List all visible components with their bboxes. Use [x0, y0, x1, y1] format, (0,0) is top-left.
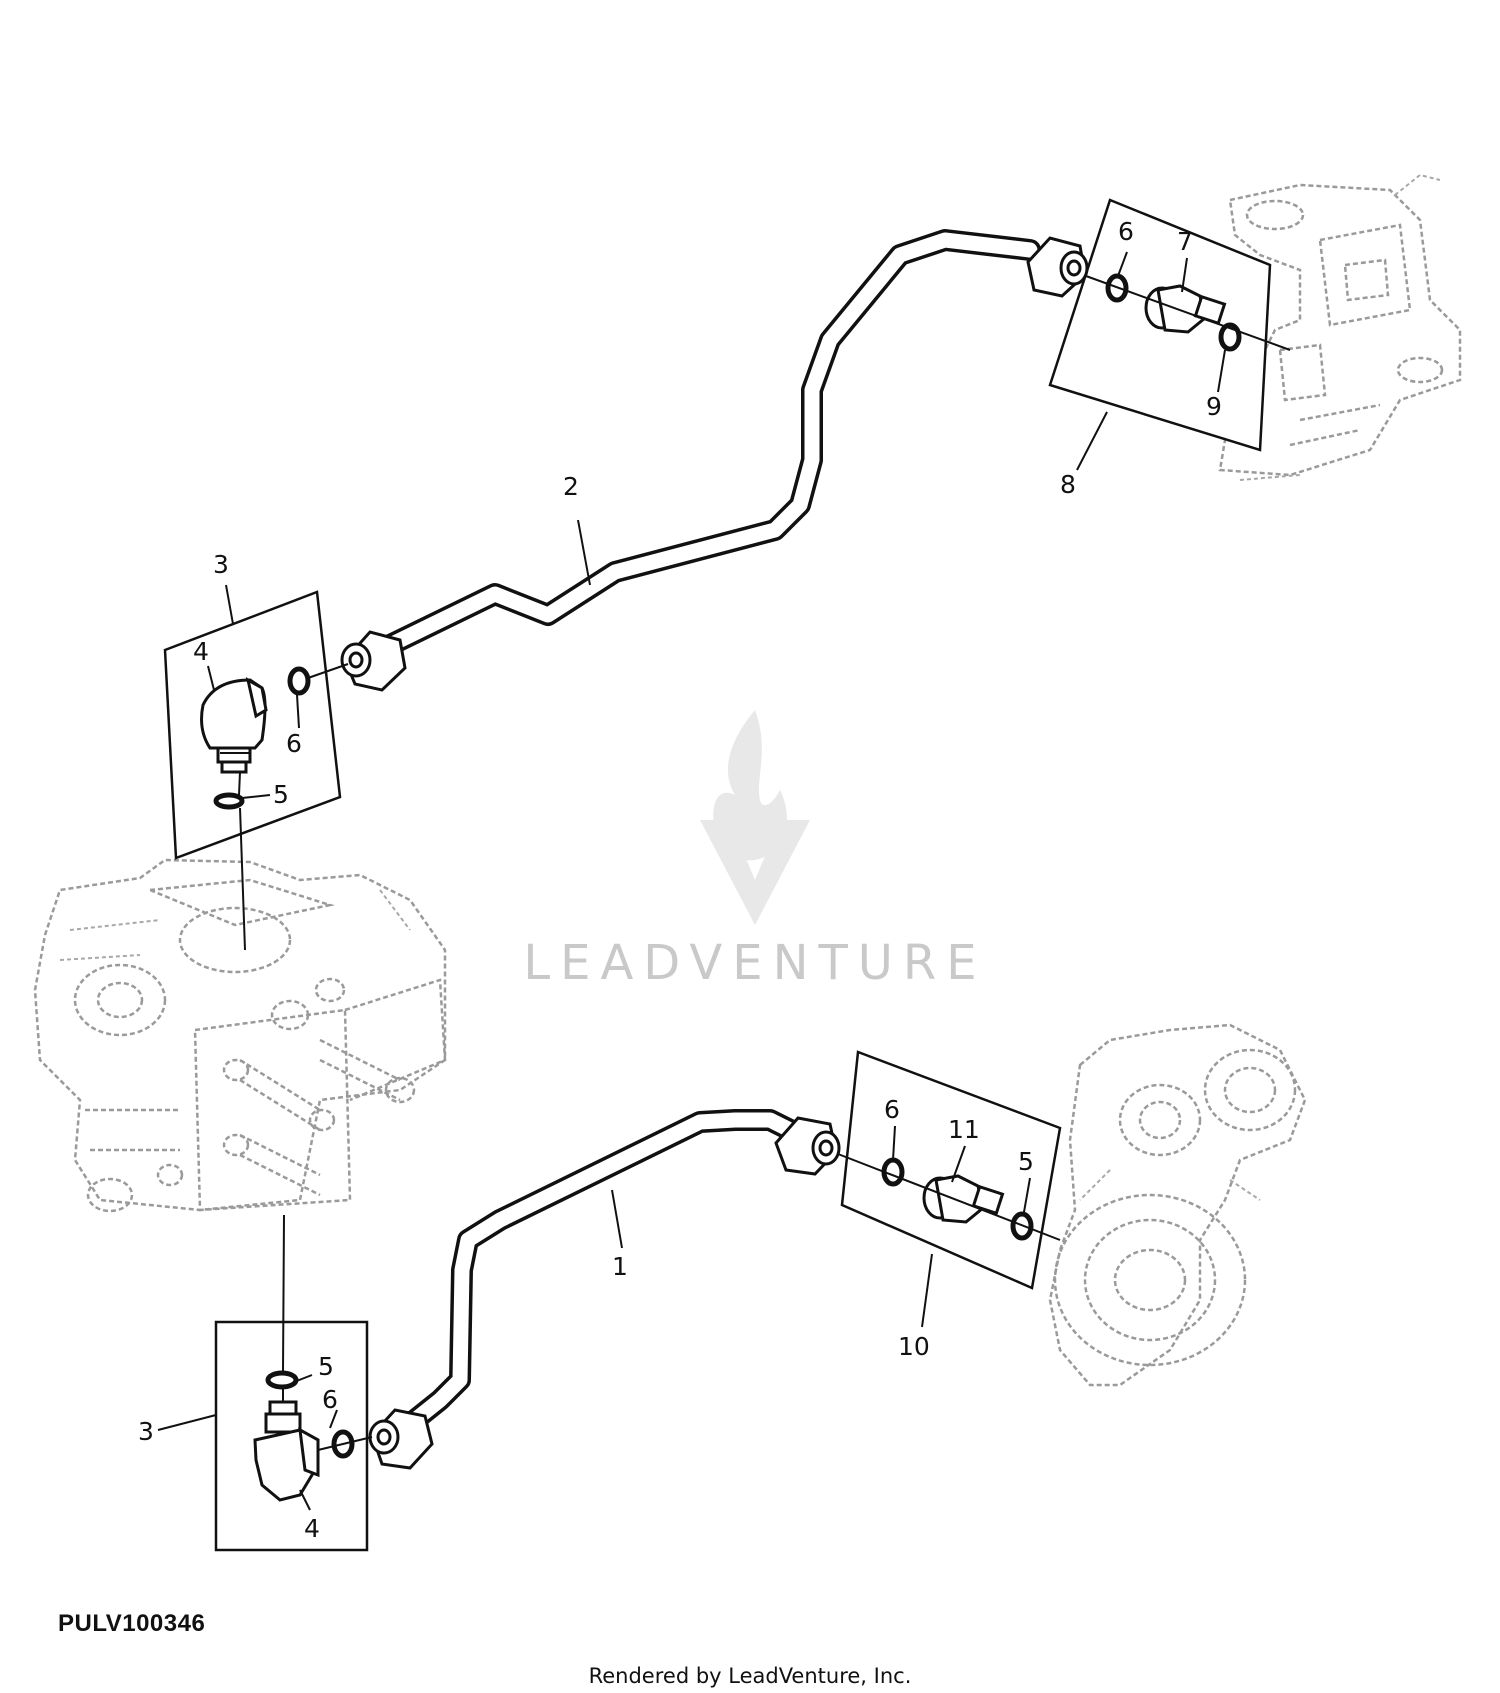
callout-3-lower: 3: [138, 1417, 154, 1446]
elbow-fitting-4-lower: [253, 1400, 320, 1502]
leadventure-logo-watermark: [700, 710, 810, 925]
axis-line-upper-elbow: [238, 771, 241, 796]
axis-line-upper-valve: [239, 807, 246, 951]
oring-5-right: [1010, 1211, 1034, 1241]
callout-7: 7: [1177, 227, 1193, 256]
ghost-control-valve: [33, 858, 447, 1213]
oring-5-upper: [213, 792, 245, 810]
render-credit: Rendered by LeadVenture, Inc.: [588, 1664, 912, 1688]
axis-line-upper-left: [307, 663, 349, 679]
pipe-2: [369, 229, 1041, 661]
axis-line-lower-left: [317, 1436, 373, 1451]
callout-4-lower: 4: [304, 1514, 320, 1543]
oring-9: [1218, 322, 1242, 352]
callout-3-upper: 3: [213, 550, 229, 579]
lower-assembly: [214, 1050, 1062, 1552]
callout-leaders: [157, 251, 1226, 1511]
callout-6-lower-right: 6: [884, 1095, 900, 1124]
watermark-text: LEADVENTURE: [523, 935, 987, 991]
callout-11: 11: [948, 1115, 980, 1144]
axis-line-lower-valve: [282, 1214, 285, 1373]
axis-line-upper-right: [1085, 275, 1291, 351]
adapter-11: [922, 1174, 1005, 1224]
ghost-upper-right-housing: [1218, 173, 1462, 481]
diagram-id-code: PULV100346: [58, 1610, 206, 1637]
oring-6-lower-left: [331, 1429, 355, 1459]
oring-6-upper-right: [1105, 273, 1129, 303]
callout-9: 9: [1206, 392, 1222, 421]
axis-line-lower-right: [837, 1153, 1061, 1241]
callout-labels: 2 3 4 6 5 6 7 9 8 1 6 11 5 10 5 6 3 4: [138, 217, 1222, 1543]
callout-6-lower-left: 6: [322, 1385, 338, 1414]
pipe-2-nut-left: [340, 630, 407, 692]
callout-1: 1: [612, 1252, 628, 1281]
callout-6-upper-left: 6: [286, 729, 302, 758]
callout-5-lower-left: 5: [318, 1352, 334, 1381]
elbow-fitting-4-upper: [200, 677, 268, 774]
oring-6-upper-left: [287, 666, 311, 696]
pipe-1: [394, 1109, 811, 1439]
callout-5-right: 5: [1018, 1147, 1034, 1176]
callout-4-upper: 4: [193, 637, 209, 666]
pipe-1-nut-right: [774, 1116, 841, 1176]
callout-5-upper: 5: [273, 780, 289, 809]
pipe-2-nut-right: [1026, 236, 1089, 298]
pipe-1-nut-left: [368, 1408, 434, 1470]
callout-2: 2: [563, 472, 579, 501]
ghost-lower-right-pump: [1048, 1023, 1307, 1387]
callout-10: 10: [898, 1332, 930, 1361]
lower-fitting-panel-10: [840, 1050, 1062, 1290]
callout-8: 8: [1060, 470, 1076, 499]
callout-6-upper-right: 6: [1118, 217, 1134, 246]
oring-5-lower-left: [265, 1370, 299, 1390]
upper-assembly: [163, 198, 1291, 951]
